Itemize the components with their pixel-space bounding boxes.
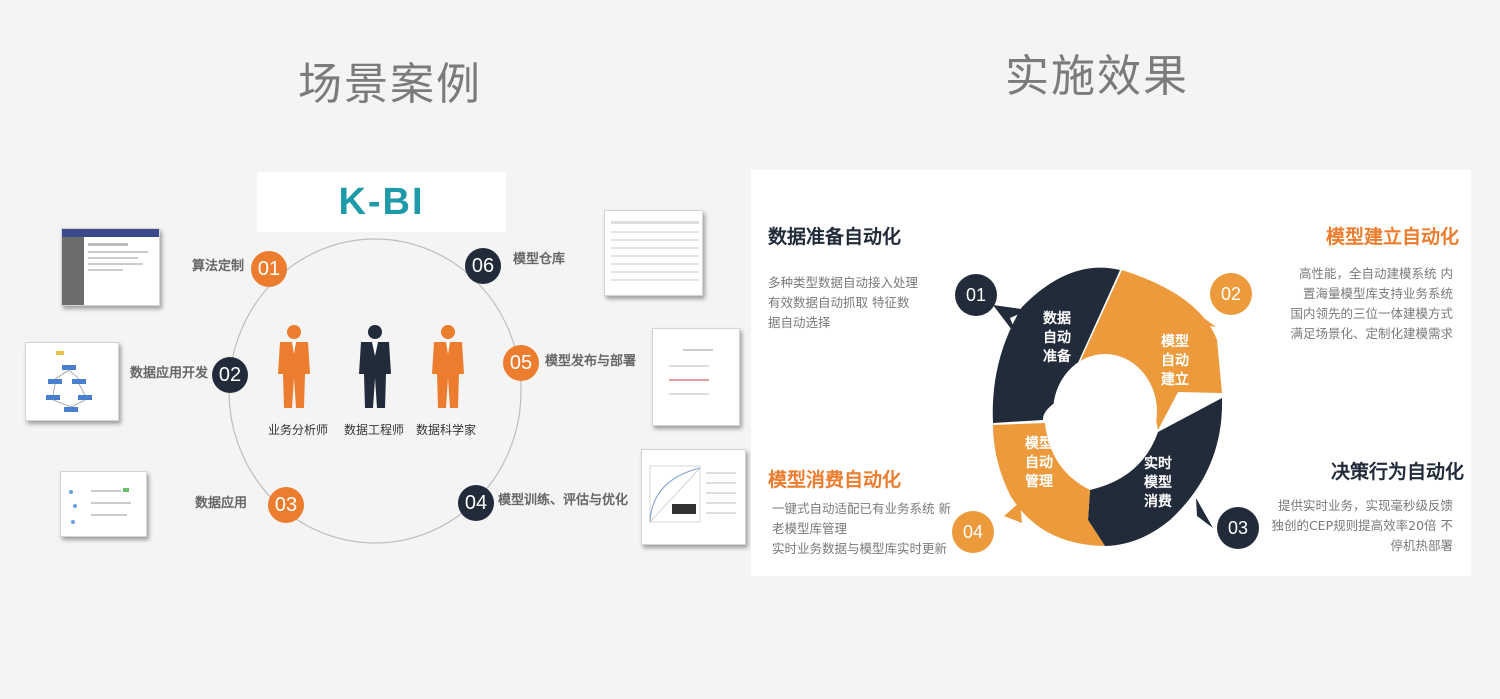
- node-04: 04: [458, 485, 494, 521]
- node-03-label: 数据应用: [195, 496, 248, 511]
- segment-model-manage-label: 模型 自动 管理: [1025, 436, 1053, 490]
- node-01-label: 算法定制: [192, 259, 245, 274]
- kbi-logo-text: K-BI: [338, 180, 425, 223]
- node-05: 05: [503, 345, 539, 381]
- app-dev-screenshot-thumb: [25, 342, 119, 421]
- ring-node-02: 02: [1210, 273, 1252, 315]
- node-02-label: 数据应用开发: [130, 366, 209, 381]
- algorithm-screenshot-thumb: [61, 228, 160, 306]
- role-data-scientist: 数据科学家: [416, 423, 477, 437]
- role-business-analyst: 业务分析师: [268, 423, 329, 437]
- block-model-build-title: 模型建立自动化: [1326, 226, 1460, 248]
- model-deploy-screenshot-thumb: [652, 328, 740, 426]
- block-data-prep-title: 数据准备自动化: [768, 226, 902, 248]
- automation-cycle-diagram: [992, 267, 1223, 546]
- right-section-title: 实施效果: [1005, 51, 1189, 102]
- node-04-label: 模型训练、评估与优化: [498, 493, 629, 508]
- ring-node-04: 04: [952, 511, 994, 553]
- block-decision-desc: 提供实时业务，实现毫秒级反馈 独创的CEP规则提高效率20倍 不 停机热部署: [1271, 498, 1453, 553]
- segment-model-consume-label: 实时 模型 消费: [1144, 456, 1172, 510]
- node-03: 03: [268, 487, 304, 523]
- role-data-engineer: 数据工程师: [344, 423, 405, 437]
- node-06: 06: [465, 248, 501, 284]
- model-repo-screenshot-thumb: [604, 210, 703, 296]
- ring-node-03: 03: [1217, 507, 1259, 549]
- node-01: 01: [251, 251, 287, 287]
- block-decision-title: 决策行为自动化: [1331, 461, 1465, 483]
- kbi-logo-box: K-BI: [257, 172, 506, 232]
- node-06-label: 模型仓库: [513, 252, 566, 267]
- segment-model-build-label: 模型 自动 建立: [1161, 334, 1189, 388]
- business-analyst-icon: [278, 325, 310, 408]
- data-app-screenshot-thumb: [60, 471, 147, 537]
- block-model-consume-title: 模型消费自动化: [768, 469, 902, 491]
- node-05-label: 模型发布与部署: [545, 354, 637, 369]
- segment-data-prep-label: 数据 自动 准备: [1043, 311, 1071, 365]
- node-02: 02: [212, 357, 248, 393]
- data-scientist-icon: [432, 325, 464, 408]
- data-engineer-icon: [359, 325, 391, 408]
- block-model-consume-desc: 一键式自动适配已有业务系统 新 老模型库管理 实时业务数据与模型库实时更新: [772, 501, 951, 556]
- model-training-screenshot-thumb: [641, 449, 746, 545]
- left-section-title: 场景案例: [298, 59, 482, 110]
- block-model-build-desc: 高性能，全自动建模系统 内 置海量模型库支持业务系统 国内领先的三位一体建模方式…: [1290, 266, 1453, 341]
- ring-node-01: 01: [955, 274, 997, 316]
- block-data-prep-desc: 多种类型数据自动接入处理 有效数据自动抓取 特征数 据自动选择: [768, 275, 919, 330]
